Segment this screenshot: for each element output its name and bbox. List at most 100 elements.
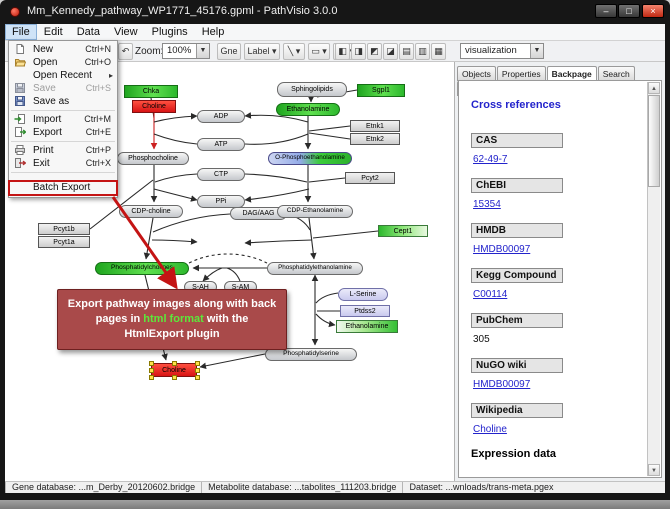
pathway-edge[interactable]: [308, 132, 351, 140]
pathway-edge[interactable]: [188, 253, 268, 264]
file-menu-item-batch-export[interactable]: Batch Export: [8, 180, 118, 196]
pathway-edge[interactable]: [151, 238, 198, 245]
minimize-button[interactable]: –: [595, 4, 617, 18]
selection-handle[interactable]: [172, 375, 177, 380]
align-vertical-button[interactable]: ◨: [351, 43, 366, 60]
xref-id[interactable]: Choline: [473, 424, 507, 435]
tab-objects[interactable]: Objects: [457, 66, 496, 81]
tab-backpage[interactable]: Backpage: [546, 66, 597, 81]
pathway-node-ethanolamine-top[interactable]: Ethanolamine: [276, 103, 340, 116]
visualization-combobox[interactable]: visualization ▼: [460, 43, 544, 59]
pathway-node-choline-bottom[interactable]: Choline: [149, 361, 200, 380]
pathway-edge[interactable]: [143, 217, 154, 260]
selection-handle[interactable]: [195, 361, 200, 366]
xref-id[interactable]: C00114: [473, 289, 508, 300]
pathway-edge[interactable]: [308, 177, 346, 183]
pathway-node-chka-top[interactable]: Chka: [124, 85, 178, 98]
maximize-button[interactable]: □: [618, 4, 640, 18]
pathway-node-o-phosphoethanolamine[interactable]: O-Phosphoethanolamine: [268, 152, 352, 165]
pathway-edge[interactable]: [153, 112, 198, 123]
pathway-edge[interactable]: [308, 217, 317, 260]
xref-id[interactable]: HMDB00097: [473, 244, 531, 255]
file-menu-item-open-recent[interactable]: Open Recent▸: [9, 69, 117, 82]
zoom-combobox[interactable]: 100% ▼: [162, 43, 210, 59]
line-tool-button[interactable]: ╲ ▾: [283, 43, 305, 60]
gene-tool-button[interactable]: Gne: [217, 43, 241, 60]
menu-data[interactable]: Data: [76, 26, 100, 38]
pathway-node-cdp-choline[interactable]: CDP-choline: [119, 205, 183, 218]
pathway-edge[interactable]: [199, 353, 266, 370]
pathway-edge[interactable]: [202, 267, 223, 282]
menu-view[interactable]: View: [113, 26, 138, 38]
pathway-edge[interactable]: [244, 112, 309, 123]
align-bottom-button[interactable]: ◪: [383, 43, 398, 60]
pathway-node-sgpl1[interactable]: Sgpl1: [357, 84, 405, 97]
title-bar[interactable]: Mm_Kennedy_pathway_WP1771_45176.gpml - P…: [0, 0, 670, 24]
pathway-node-l-serine[interactable]: L-Serine: [338, 288, 388, 301]
selection-handle[interactable]: [195, 368, 200, 373]
pathway-edge[interactable]: [153, 133, 198, 145]
selection-handle[interactable]: [172, 361, 177, 366]
align-top-button[interactable]: ◩: [367, 43, 382, 60]
pathway-edge[interactable]: [244, 173, 308, 183]
xref-id[interactable]: 15354: [473, 199, 501, 210]
pathway-edge[interactable]: [315, 292, 339, 304]
pathway-node-pcyt1b[interactable]: Pcyt1b: [38, 223, 90, 235]
file-menu-item-save-as[interactable]: Save as: [9, 95, 117, 108]
common-width-button[interactable]: ▤: [399, 43, 414, 60]
tab-search[interactable]: Search: [597, 66, 635, 81]
pathway-node-choline-top[interactable]: Choline: [132, 100, 176, 113]
pathway-node-phosphatidylserine[interactable]: Phosphatidylserine: [265, 348, 357, 361]
xref-id[interactable]: 62-49-7: [473, 154, 508, 165]
pathway-node-ctp[interactable]: CTP: [197, 168, 245, 181]
pathway-node-ppi[interactable]: PPi: [197, 195, 245, 208]
selection-handle[interactable]: [195, 375, 200, 380]
align-horizontal-button[interactable]: ◧: [335, 43, 350, 60]
label-tool-button[interactable]: Label ▾: [244, 43, 280, 60]
pathway-node-adp[interactable]: ADP: [197, 110, 245, 123]
rect-tool-button[interactable]: ▭ ▾: [308, 43, 330, 60]
scroll-up-icon[interactable]: ▲: [648, 82, 660, 94]
pathway-node-phosphocholine[interactable]: Phosphocholine: [117, 152, 189, 165]
menu-edit[interactable]: Edit: [43, 26, 63, 38]
chevron-down-icon[interactable]: ▼: [196, 44, 209, 58]
selection-handle[interactable]: [149, 375, 154, 380]
close-button[interactable]: ×: [642, 4, 664, 18]
pathway-edge[interactable]: [226, 267, 241, 282]
pathway-node-cept1[interactable]: Cept1: [378, 225, 428, 237]
pathway-node-phosphatidylcholines[interactable]: Phosphatidylcholines: [95, 262, 189, 275]
pathway-node-cdp-ethanolamine[interactable]: CDP-Ethanolamine: [277, 205, 353, 218]
stack-button[interactable]: ▦: [431, 43, 446, 60]
pathway-edge[interactable]: [244, 188, 310, 203]
selection-handle[interactable]: [149, 361, 154, 366]
selection-handle[interactable]: [149, 368, 154, 373]
pathway-node-etnk2[interactable]: Etnk2: [350, 133, 400, 145]
pathway-node-pcyt1a[interactable]: Pcyt1a: [38, 236, 90, 248]
menu-help[interactable]: Help: [201, 26, 225, 38]
undo-button[interactable]: ↶: [118, 43, 133, 60]
pathway-node-ethanolamine-2[interactable]: Ethanolamine: [336, 320, 398, 333]
chevron-down-icon[interactable]: ▼: [530, 44, 543, 58]
menu-plugins[interactable]: Plugins: [151, 26, 188, 38]
scrollbar-thumb[interactable]: [648, 95, 660, 187]
pathway-edge[interactable]: [308, 125, 351, 132]
menu-file[interactable]: File: [5, 24, 37, 40]
pathway-node-atp[interactable]: ATP: [197, 138, 245, 151]
pathway-node-pcyt2[interactable]: Pcyt2: [345, 172, 395, 184]
common-height-button[interactable]: ▥: [415, 43, 430, 60]
pathway-node-etnk1[interactable]: Etnk1: [350, 120, 400, 132]
xref-id[interactable]: HMDB00097: [473, 379, 531, 390]
tab-properties[interactable]: Properties: [496, 66, 546, 81]
scrollbar[interactable]: ▲ ▼: [647, 82, 660, 476]
pathway-edge[interactable]: [244, 239, 313, 246]
pathway-edge[interactable]: [153, 188, 198, 202]
pathway-node-sphingolipids[interactable]: Sphingolipids: [277, 82, 347, 97]
